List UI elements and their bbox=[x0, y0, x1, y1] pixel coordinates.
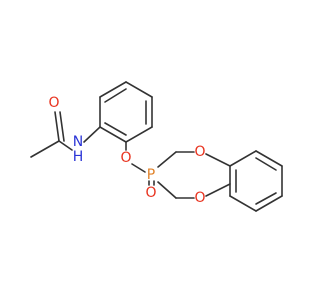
bond-carbonyl-nitrogen bbox=[58, 140, 73, 151]
bond-ring1-inner-3 bbox=[104, 122, 127, 136]
bond-carbonyl-double-2 bbox=[59, 111, 65, 142]
bond-ring2-d bbox=[255, 195, 283, 212]
bond-ring2-a bbox=[229, 150, 257, 167]
bond-ring2-e bbox=[229, 195, 257, 212]
bond-methyl-carbonyl bbox=[30, 140, 60, 158]
atom-o-ring-bottom: O bbox=[194, 190, 205, 206]
bond-ring2-b bbox=[255, 150, 283, 167]
bond-ring1-c bbox=[125, 81, 153, 98]
bond-ether-phosphorus bbox=[131, 163, 146, 173]
bond-ring1-b bbox=[99, 81, 127, 98]
bond-o-top-benzo bbox=[205, 153, 231, 167]
bond-ring2-inner-2 bbox=[255, 192, 277, 205]
atom-n-amide: N bbox=[73, 134, 83, 150]
bond-carbonyl-double-1 bbox=[54, 111, 60, 142]
bond-p-ch2-bottom bbox=[157, 181, 177, 199]
bond-ring1-inner-1 bbox=[104, 88, 127, 103]
atom-phosphorus: P bbox=[147, 167, 155, 183]
bond-ring2-inner-1 bbox=[255, 157, 277, 171]
atom-o-acetyl: O bbox=[48, 95, 59, 111]
atom-h-amide: H bbox=[73, 149, 84, 165]
bond-ring1-e bbox=[125, 126, 153, 143]
bond-nitrogen-ring bbox=[83, 126, 101, 143]
atom-o-phosphoryl: O bbox=[145, 185, 156, 201]
structure-diagram: O N H O P O O O bbox=[30, 81, 283, 212]
atom-o-ring-top: O bbox=[194, 144, 205, 160]
bond-p-ch2-top bbox=[157, 151, 177, 168]
bond-ring1-f bbox=[99, 126, 127, 143]
atom-o-ether: O bbox=[120, 150, 131, 166]
bond-o-bottom-benzo bbox=[205, 183, 231, 197]
